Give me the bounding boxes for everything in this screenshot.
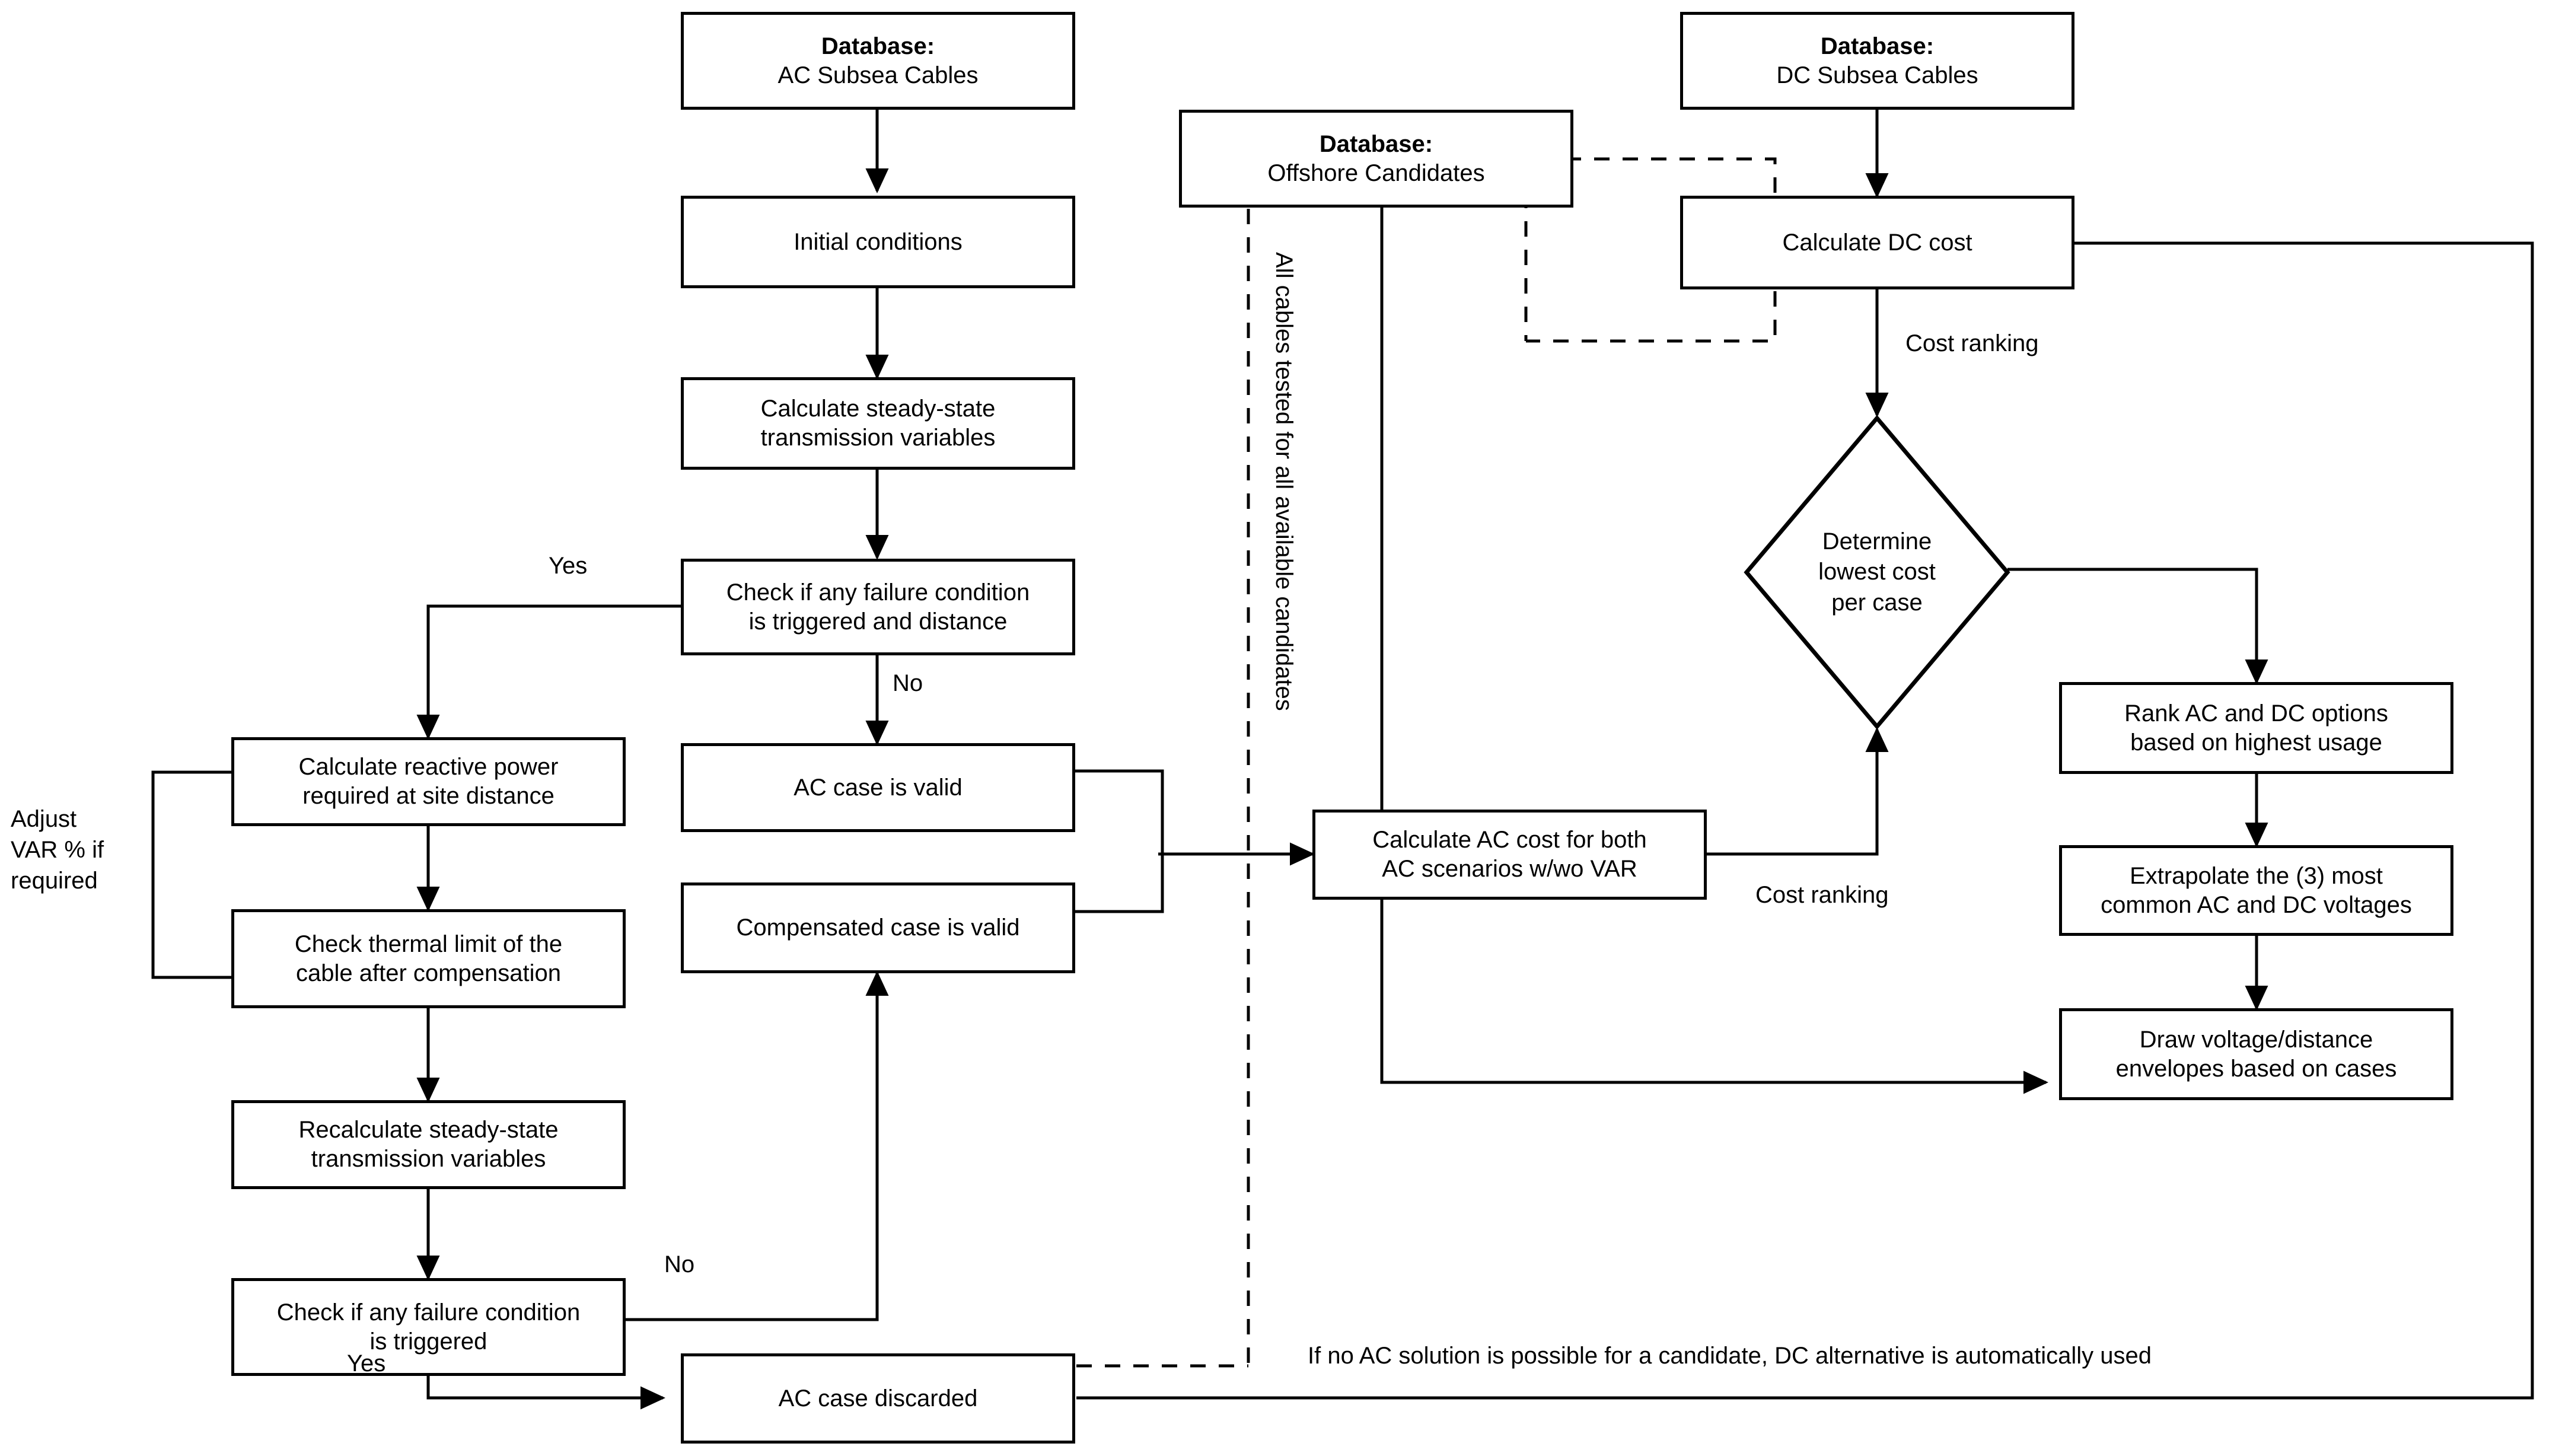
node-calculate-dc-cost[interactable]: Calculate DC cost — [1680, 196, 2074, 289]
node-extrapolate-voltages[interactable]: Extrapolate the (3) most common AC and D… — [2059, 845, 2453, 936]
node-determine-lowest-cost[interactable]: Determine lowest cost per case — [1744, 415, 2010, 729]
node-check-thermal-limit[interactable]: Check thermal limit of the cable after c… — [231, 909, 626, 1008]
node-check-failure-and-distance[interactable]: Check if any failure condition is trigge… — [681, 559, 1075, 655]
db-dc-header: Database: — [1820, 33, 1935, 59]
node-calculate-ac-cost[interactable]: Calculate AC cost for both AC scenarios … — [1312, 810, 1707, 900]
node-recalculate-steady-state[interactable]: Recalculate steady-state transmission va… — [231, 1100, 626, 1189]
node-database-offshore-candidates[interactable]: Database: Offshore Candidates — [1179, 110, 1573, 208]
db-ac-header: Database: — [821, 33, 935, 59]
edge-label-cost-ranking-ac: Cost ranking — [1755, 882, 1889, 908]
db-offshore-header: Database: — [1319, 130, 1433, 157]
edge-label-cost-ranking-dc: Cost ranking — [1905, 330, 2039, 356]
node-calculate-steady-state[interactable]: Calculate steady-state transmission vari… — [681, 377, 1075, 470]
edge-label-adjust-var: Adjust VAR % if required — [11, 806, 104, 894]
edge-label-no-failure-distance: No — [893, 670, 923, 696]
db-dc-body: DC Subsea Cables — [1776, 62, 1978, 88]
node-ac-case-is-valid[interactable]: AC case is valid — [681, 743, 1075, 832]
edge-label-no-failure: No — [664, 1251, 695, 1277]
diamond-shape-icon — [1744, 415, 2010, 729]
node-initial-conditions[interactable]: Initial conditions — [681, 196, 1075, 288]
edge-label-yes-failure-distance: Yes — [549, 553, 588, 579]
node-check-failure-condition[interactable]: Check if any failure condition is trigge… — [231, 1278, 626, 1376]
node-compensated-case-is-valid[interactable]: Compensated case is valid — [681, 882, 1075, 973]
node-database-dc-subsea-cables[interactable]: Database: DC Subsea Cables — [1680, 12, 2074, 110]
node-draw-envelopes[interactable]: Draw voltage/distance envelopes based on… — [2059, 1008, 2453, 1100]
db-ac-body: AC Subsea Cables — [777, 62, 979, 88]
node-ac-case-discarded[interactable]: AC case discarded — [681, 1353, 1075, 1444]
node-database-ac-subsea-cables[interactable]: Database: AC Subsea Cables — [681, 12, 1075, 110]
node-rank-ac-and-dc-options[interactable]: Rank AC and DC options based on highest … — [2059, 682, 2453, 774]
determine-lowest-cost-label: Determine lowest cost per case — [1818, 528, 1936, 616]
node-calculate-reactive-power[interactable]: Calculate reactive power required at sit… — [231, 737, 626, 826]
db-offshore-body: Offshore Candidates — [1267, 160, 1485, 186]
edge-label-yes-failure: Yes — [347, 1350, 386, 1377]
edge-label-dc-alternative-note: If no AC solution is possible for a cand… — [1308, 1343, 2152, 1369]
edge-label-all-cables-tested: All cables tested for all available cand… — [1270, 252, 1297, 711]
